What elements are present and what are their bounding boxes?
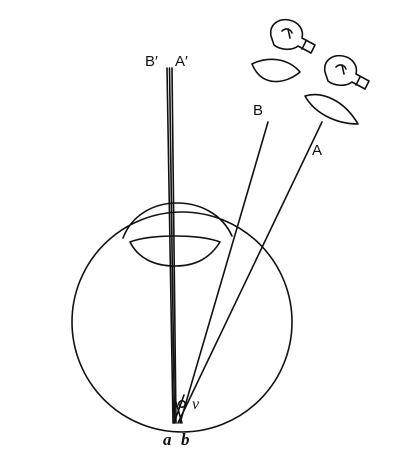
lens-b: [251, 58, 301, 83]
light-bulb-icon: [323, 54, 370, 90]
cornea: [122, 202, 233, 239]
ray-a-prime: [171, 67, 177, 424]
label-v: v: [192, 396, 200, 413]
light-bulb-icon: [269, 18, 316, 54]
eye-lens: [129, 235, 221, 267]
point-v-marker: [178, 399, 187, 408]
label-a-prime: A′: [175, 53, 188, 70]
label-retina-a: a: [163, 430, 172, 449]
ray-b-prime: [166, 67, 174, 424]
label-b: B: [253, 102, 263, 119]
retina-ray-1: [173, 394, 185, 424]
label-b-prime: B′: [145, 53, 158, 70]
eyeball: [71, 211, 293, 433]
ray-a-prime-inner: [168, 67, 176, 424]
ray-b: [179, 121, 269, 424]
lens-a: [304, 93, 359, 125]
retina-ray-2: [175, 401, 183, 424]
ray-a: [177, 121, 323, 424]
label-a: A: [312, 142, 322, 159]
label-retina-b: b: [181, 430, 190, 449]
